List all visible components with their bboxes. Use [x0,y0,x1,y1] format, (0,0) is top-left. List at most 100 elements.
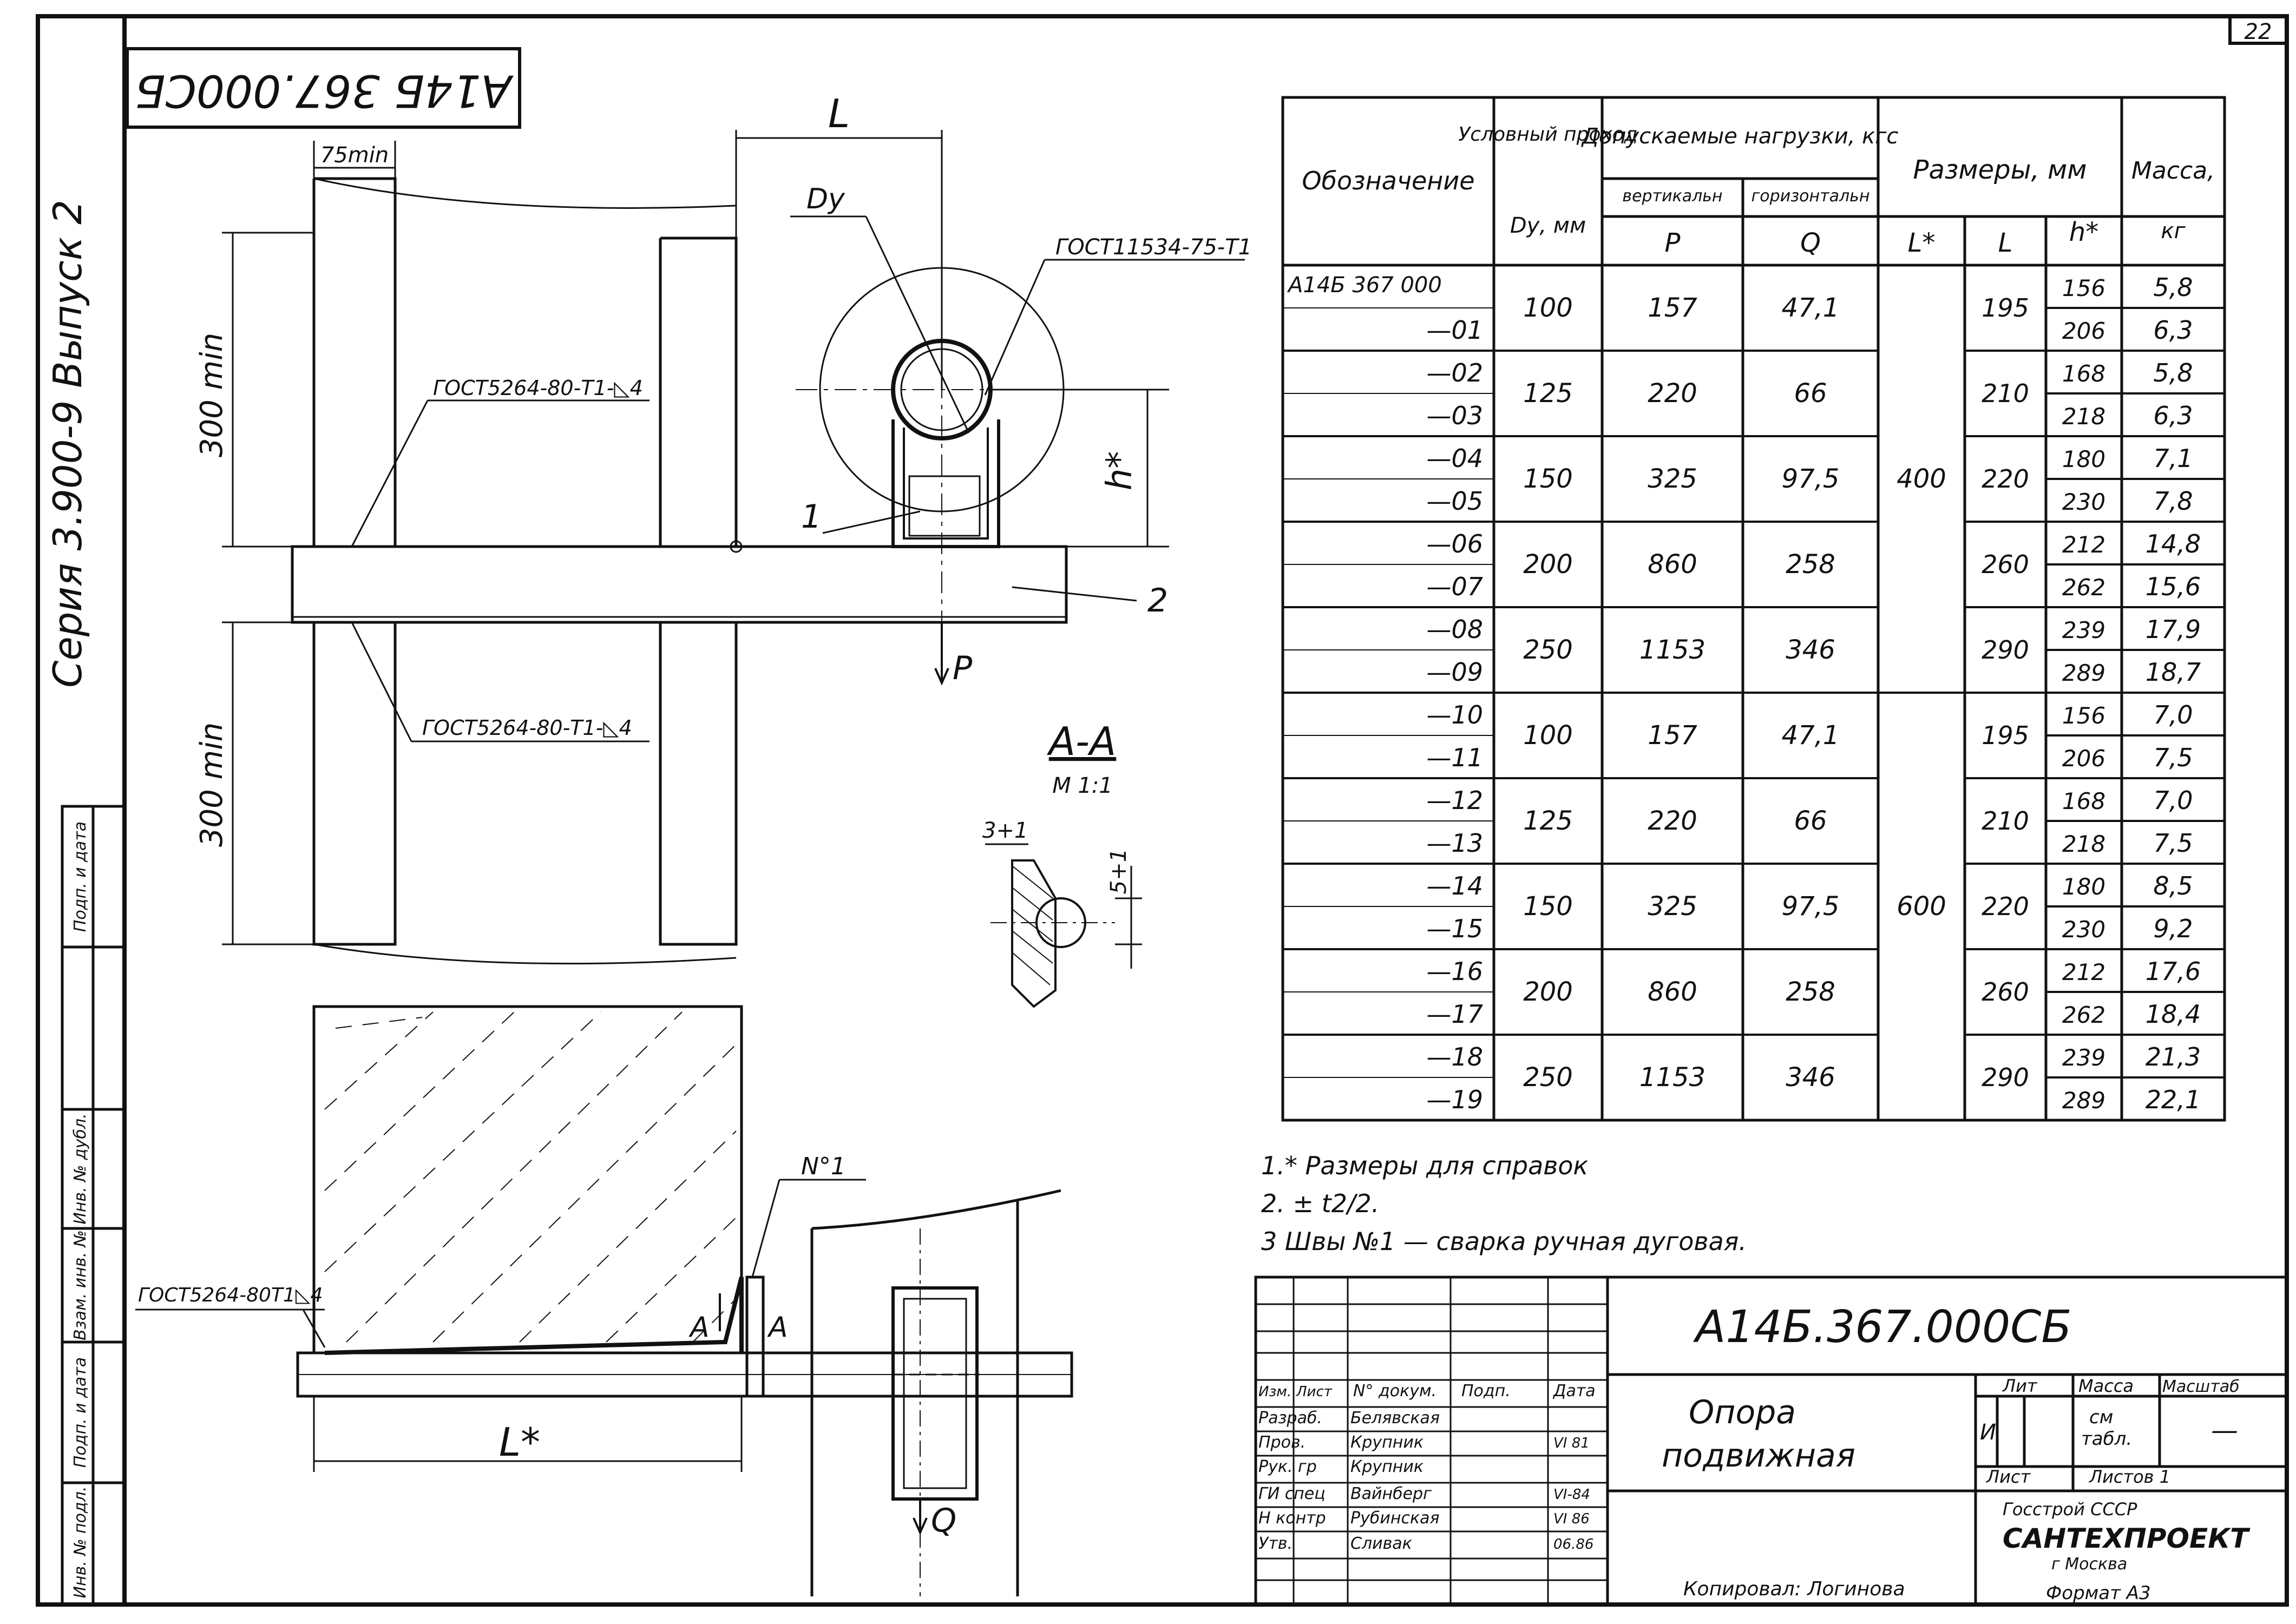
group-load-Q: 97,5 [1782,464,1840,494]
section-dim-1: 3+1 [982,818,1028,843]
role-label: Пров. [1258,1433,1306,1452]
group-load-Q: 346 [1786,1062,1835,1093]
group-load-P: 860 [1648,977,1697,1007]
col-head-mass: Масса, [2131,157,2215,185]
group-load-P: 220 [1648,378,1697,409]
title-block-grid [1254,1275,2288,1606]
col-head-bore: Условный проход [1458,123,1637,146]
group-bore: 150 [1523,891,1573,922]
group-L: 290 [1982,635,2029,665]
section-scale: М 1:1 [1052,773,1113,798]
role-date: VI 81 [1553,1435,1590,1451]
group-load-P: 1153 [1639,1062,1705,1093]
col-head-hstar: h* [2069,217,2098,247]
row-hstar: 218 [2062,403,2105,430]
first-designation: А14Б 367 000 [1287,273,1442,298]
row-mass: 15,6 [2146,572,2201,601]
group-bore: 100 [1523,720,1573,751]
group-load-Q: 47,1 [1782,720,1840,751]
col-head: Дата [1552,1382,1596,1401]
drawing-code: А14Б.367.000СБ [1693,1301,2071,1353]
row-hstar: 156 [2062,275,2105,301]
position-1: 1 [801,498,822,536]
col-head-Lstar: L* [1908,228,1936,258]
sheet-number: 22 [2245,19,2272,44]
role-name: Белявская [1350,1409,1440,1428]
role-label: Рук. гр [1258,1457,1317,1476]
group-load-Q: 47,1 [1782,293,1840,323]
row-designation: —02 [1426,358,1483,387]
row-hstar: 168 [2062,788,2105,814]
row-designation: —14 [1426,871,1483,900]
row-mass: 14,8 [2146,529,2201,558]
role-name: Крупник [1350,1433,1423,1452]
group-L: 210 [1982,379,2029,408]
row-designation: —06 [1426,529,1483,558]
col-head-loads: Допускаемые нагрузки, кгс [1581,124,1899,149]
group-load-P: 1153 [1639,635,1705,665]
row-mass: 18,4 [2146,1000,2201,1029]
gost-weld-plan: ГОСТ5264-80Т1◺4 [138,1284,323,1306]
row-hstar: 262 [2062,1002,2105,1028]
row-hstar: 212 [2062,531,2105,558]
row-designation: —08 [1426,615,1483,644]
col-head-P: P [1665,228,1681,258]
role-date: VI 86 [1553,1511,1590,1527]
dim-75: 75min [320,143,389,168]
row-designation: —18 [1426,1042,1483,1071]
lit-head: Лит [2002,1376,2038,1396]
row-hstar: 168 [2062,360,2105,387]
group-load-Q: 97,5 [1782,891,1840,922]
role-name: Сливак [1350,1534,1412,1553]
note-line: 3 Швы №1 — сварка ручная дуговая. [1261,1227,1747,1256]
sheet-number-box: 22 [2228,15,2288,45]
section-title: А-А [1047,719,1117,764]
row-hstar: 289 [2062,660,2105,686]
side-stamp-label: Взам. инв. № [71,1230,90,1340]
row-mass: 7,0 [2153,700,2193,729]
plan-labels: ГОСТ5264-80Т1◺4 L* N°1 A A Q [138,1153,956,1540]
group-load-Q: 66 [1794,806,1827,836]
section-mark-right: A [767,1311,788,1344]
group-L: 290 [1982,1063,2029,1092]
group-bore: 150 [1523,464,1573,494]
row-designation: —13 [1426,829,1483,858]
group-L: 195 [1982,293,2029,323]
weld-number: N°1 [801,1153,846,1180]
row-hstar: 230 [2062,489,2105,515]
group-L: 195 [1982,721,2029,750]
elevation-labels: 75min L 300 min 300 min Dy ГОСТ11534-75-… [194,91,1252,847]
group-load-P: 325 [1648,891,1697,922]
org-line3: г Москва [2051,1555,2127,1574]
row-designation: —10 [1426,700,1483,729]
row-hstar: 180 [2062,446,2105,472]
row-designation: —04 [1426,444,1483,473]
role-label: Н контр [1258,1509,1326,1528]
spec-table-headers: Обозначение Условный проход Dу, мм Допус… [1287,123,2215,298]
series-label: Серия 3.900-9 Выпуск 2 [45,200,90,688]
row-mass: 9,2 [2153,914,2193,943]
role-label: Утв. [1258,1534,1293,1553]
group-L: 220 [1982,892,2029,921]
mass-value-1: см [2089,1406,2113,1428]
dim-Lstar: L* [499,1419,540,1465]
product-name-line1: Опора [1689,1393,1796,1431]
role-date: 06.86 [1553,1536,1593,1553]
note-line: 1.* Размеры для справок [1261,1151,1589,1180]
notes: 1.* Размеры для справок 2. ± t2/2. 3 Швы… [1261,1151,1747,1256]
row-designation: —05 [1426,486,1483,516]
side-stamp-label: Инв. № подл. [71,1487,90,1599]
col-head-vertical: вертикальн [1622,187,1722,206]
mass-head: Масса [2078,1376,2134,1396]
col-head: Лист [1296,1384,1333,1400]
load-P: P [953,649,973,687]
row-designation: —01 [1426,315,1483,345]
row-designation: —15 [1426,914,1483,943]
group-bore: 125 [1523,806,1573,836]
row-mass: 17,9 [2146,615,2201,644]
role-label: ГИ спец [1258,1484,1326,1503]
side-stamp-label: Инв. № дубл. [71,1113,90,1224]
row-mass: 7,8 [2153,486,2193,516]
org-line2: САНТЕХПРОЕКТ [2003,1523,2251,1554]
